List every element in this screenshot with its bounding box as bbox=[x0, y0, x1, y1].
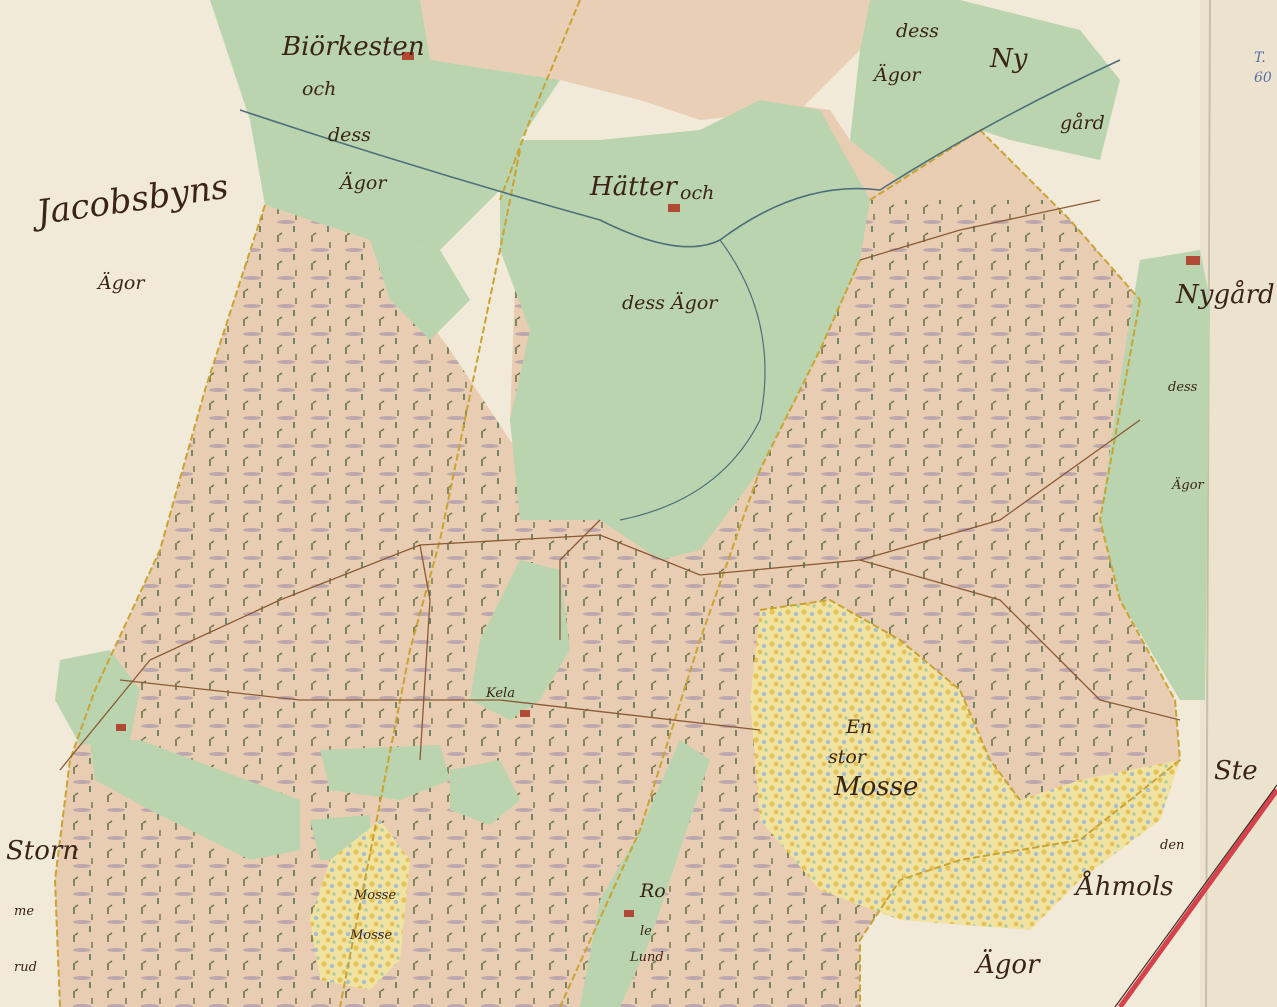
label-nygard: Nygård bbox=[1176, 280, 1275, 310]
label-bjorkesten-dess: dess bbox=[328, 124, 371, 146]
margin-note-1: T. bbox=[1254, 50, 1266, 66]
label-le: le bbox=[640, 924, 652, 939]
margin-note-2: 60 bbox=[1254, 70, 1272, 86]
label-stor: stor bbox=[828, 746, 866, 768]
label-ste: Ste bbox=[1214, 756, 1258, 786]
label-gard: gård bbox=[1060, 112, 1105, 134]
label-mosse-small2: Mosse bbox=[350, 928, 393, 943]
label-lund: Lund bbox=[630, 950, 664, 965]
label-kela: Kela bbox=[486, 686, 515, 701]
label-top-dess: dess bbox=[896, 20, 939, 42]
label-bottom-agor: Ägor bbox=[976, 950, 1040, 980]
label-top-agor: Ägor bbox=[874, 64, 921, 86]
label-storn: Storn bbox=[6, 836, 80, 866]
label-mosse: Mosse bbox=[834, 772, 919, 802]
label-bjorkesten: Biörkesten bbox=[282, 32, 425, 62]
label-almols: Åhmols bbox=[1076, 872, 1174, 902]
label-storn-rud: rud bbox=[14, 960, 37, 975]
label-storn-me: me bbox=[14, 904, 35, 919]
label-hatter: Hätter bbox=[590, 172, 677, 202]
label-bjorkesten-och: och bbox=[302, 78, 337, 100]
label-hatter-agor: dess Ägor bbox=[622, 292, 718, 314]
label-right-agor: Ägor bbox=[1172, 478, 1204, 493]
label-mosse-small: Mosse bbox=[354, 888, 397, 903]
label-right-dess: dess bbox=[1168, 380, 1198, 395]
label-jacobsbyns-agor: Ägor bbox=[98, 272, 145, 294]
label-ro: Ro bbox=[640, 880, 666, 902]
label-hatter-och: och bbox=[680, 182, 715, 204]
label-bjorkesten-agor: Ägor bbox=[340, 172, 387, 194]
label-en: En bbox=[846, 716, 873, 738]
label-den: den bbox=[1160, 838, 1185, 853]
label-ny: Ny bbox=[990, 44, 1028, 74]
